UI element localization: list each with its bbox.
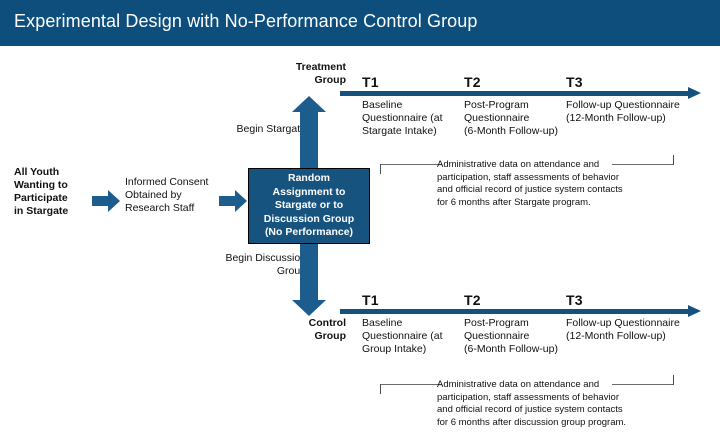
treatment-t1-description: Baseline Questionnaire (at Stargate Inta…	[362, 99, 443, 137]
treatment-group-label: Treatment Group	[295, 61, 346, 86]
treatment-t1-tick: T1	[362, 74, 379, 90]
page-title: Experimental Design with No-Performance …	[14, 11, 478, 31]
control-t3-tick: T3	[566, 292, 583, 308]
random-assignment-box[interactable]: Random Assignment to Stargate or to Disc…	[248, 168, 370, 244]
begin-discussion-group-label: Begin Discussion Group	[225, 252, 306, 277]
treatment-t2-description: Post-Program Questionnaire (6-Month Foll…	[464, 99, 558, 137]
title-bar: Experimental Design with No-Performance …	[0, 0, 720, 46]
treatment-t3-tick: T3	[566, 74, 583, 90]
control-t2-description: Post-Program Questionnaire (6-Month Foll…	[464, 317, 558, 355]
control-admin-note: Administrative data on attendance and pa…	[437, 379, 627, 428]
control-t1-description: Baseline Questionnaire (at Group Intake)	[362, 317, 443, 355]
treatment-t2-tick: T2	[464, 74, 481, 90]
source-population-label: All Youth Wanting to Participate in Star…	[14, 166, 69, 217]
arrow-to-control-group-icon	[292, 244, 326, 316]
informed-consent-label: Informed Consent Obtained by Research St…	[125, 176, 209, 214]
control-t2-tick: T2	[464, 292, 481, 308]
arrow-consent-to-randomization-icon	[219, 190, 249, 212]
control-t1-tick: T1	[362, 292, 379, 308]
arrow-youth-to-consent-icon	[92, 190, 122, 212]
treatment-timeline-arrow	[340, 87, 702, 99]
treatment-admin-note: Administrative data on attendance and pa…	[437, 159, 623, 208]
control-group-label: Control Group	[308, 317, 346, 342]
treatment-t3-description: Follow-up Questionnaire (12-Month Follow…	[566, 99, 680, 124]
control-timeline-arrow	[340, 305, 702, 317]
control-t3-description: Follow-up Questionnaire (12-Month Follow…	[566, 317, 680, 342]
begin-stargate-label: Begin Stargate	[236, 123, 306, 135]
arrow-to-treatment-group-icon	[292, 96, 326, 168]
